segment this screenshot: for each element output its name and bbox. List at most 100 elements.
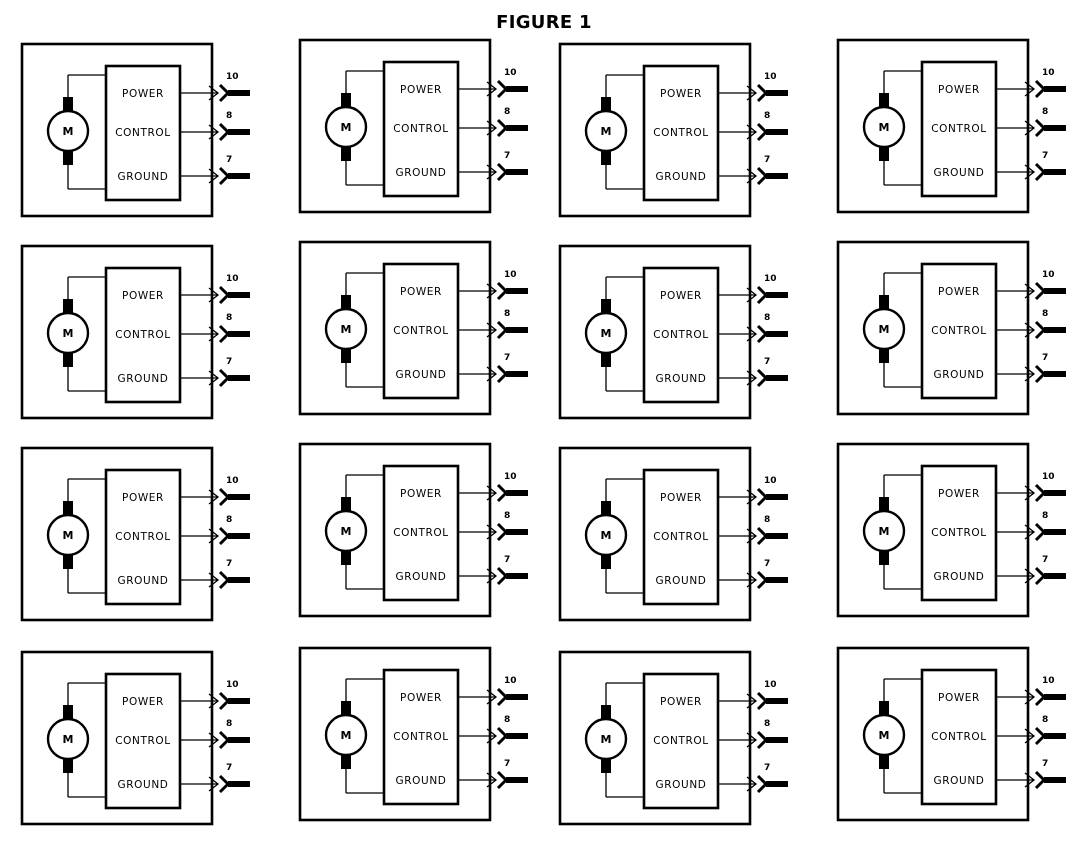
ground-arrowhead [486, 366, 498, 382]
ground-connector-icon [756, 368, 769, 388]
control-arrowhead [1024, 728, 1036, 744]
motor-brush-top [63, 97, 73, 111]
ground-arrowhead [486, 772, 498, 788]
control-connector-pin [506, 529, 528, 535]
control-label: CONTROL [393, 731, 448, 743]
pin-ground-number: 7 [504, 759, 510, 769]
pin-power-number: 10 [764, 72, 777, 82]
pin-power-number: 10 [226, 274, 239, 284]
power-label: POWER [938, 84, 980, 96]
ground-connector-icon [1034, 364, 1047, 384]
power-arrowhead [486, 689, 498, 705]
control-connector-icon [218, 324, 231, 344]
ground-connector-pin [766, 173, 788, 179]
control-module-box [642, 266, 720, 404]
pin-power-number: 10 [226, 72, 239, 82]
figure-title: FIGURE 1 [496, 12, 592, 33]
motor-label: M [879, 323, 890, 336]
control-connector-icon [496, 522, 509, 542]
pin-ground-number: 7 [1042, 555, 1048, 565]
control-module-box [104, 672, 182, 810]
control-connector-pin [506, 327, 528, 333]
ground-connector-pin [506, 169, 528, 175]
control-label: CONTROL [115, 127, 170, 139]
power-connector-icon [218, 487, 231, 507]
power-connector-icon [496, 79, 509, 99]
motor-label: M [601, 733, 612, 746]
control-connector-icon [1034, 320, 1047, 340]
ground-connector-icon [756, 774, 769, 794]
ground-connector-icon [1034, 162, 1047, 182]
control-label: CONTROL [393, 527, 448, 539]
control-label: CONTROL [653, 735, 708, 747]
power-label: POWER [938, 488, 980, 500]
control-label: CONTROL [115, 735, 170, 747]
control-arrowhead [486, 728, 498, 744]
ground-arrowhead [486, 164, 498, 180]
motor-icon [584, 513, 628, 557]
control-connector-pin [1044, 327, 1066, 333]
power-connector-icon [218, 83, 231, 103]
power-label: POWER [660, 88, 702, 100]
unit-frame [558, 650, 752, 826]
ground-connector-pin [1044, 573, 1066, 579]
control-connector-pin [1044, 733, 1066, 739]
power-connector-icon [496, 281, 509, 301]
control-label: CONTROL [931, 325, 986, 337]
control-connector-icon [496, 118, 509, 138]
power-connector-pin [1044, 86, 1066, 92]
control-connector-pin [506, 733, 528, 739]
pin-power-number: 10 [504, 68, 517, 78]
motor-brush-bottom [341, 349, 351, 363]
pin-ground-number: 7 [764, 155, 770, 165]
power-arrowhead [208, 693, 220, 709]
ground-connector-icon [496, 770, 509, 790]
pin-control-number: 8 [226, 515, 232, 525]
control-connector-icon [756, 730, 769, 750]
power-connector-icon [756, 83, 769, 103]
unit-frame [298, 646, 492, 822]
control-label: CONTROL [393, 123, 448, 135]
power-connector-pin [228, 292, 250, 298]
motor-icon [324, 713, 368, 757]
ground-connector-pin [1044, 371, 1066, 377]
motor-icon [46, 311, 90, 355]
pin-control-number: 8 [764, 719, 770, 729]
motor-icon [324, 105, 368, 149]
motor-brush-bottom [63, 151, 73, 165]
pin-power-number: 10 [764, 680, 777, 690]
pin-ground-number: 7 [1042, 353, 1048, 363]
motor-brush-bottom [63, 759, 73, 773]
unit-frame [836, 646, 1030, 822]
pin-control-number: 8 [504, 309, 510, 319]
motor-brush-bottom [601, 151, 611, 165]
power-arrowhead [746, 85, 758, 101]
pin-power-number: 10 [1042, 676, 1055, 686]
motor-brush-top [63, 501, 73, 515]
ground-arrowhead [746, 168, 758, 184]
motor-label: M [63, 733, 74, 746]
pin-ground-number: 7 [764, 357, 770, 367]
power-connector-pin [766, 90, 788, 96]
ground-label: GROUND [396, 775, 447, 787]
motor-label: M [341, 323, 352, 336]
power-connector-pin [766, 698, 788, 704]
pin-power-number: 10 [504, 472, 517, 482]
power-connector-pin [506, 490, 528, 496]
ground-connector-pin [228, 375, 250, 381]
ground-connector-pin [766, 781, 788, 787]
ground-label: GROUND [934, 775, 985, 787]
ground-connector-pin [228, 173, 250, 179]
control-connector-pin [228, 737, 250, 743]
ground-label: GROUND [396, 369, 447, 381]
ground-arrowhead [208, 572, 220, 588]
control-module-box [920, 464, 998, 602]
control-module-box [104, 64, 182, 202]
control-module-box [642, 64, 720, 202]
control-label: CONTROL [653, 531, 708, 543]
motor-brush-bottom [341, 147, 351, 161]
power-arrowhead [746, 693, 758, 709]
control-module-box [920, 668, 998, 806]
